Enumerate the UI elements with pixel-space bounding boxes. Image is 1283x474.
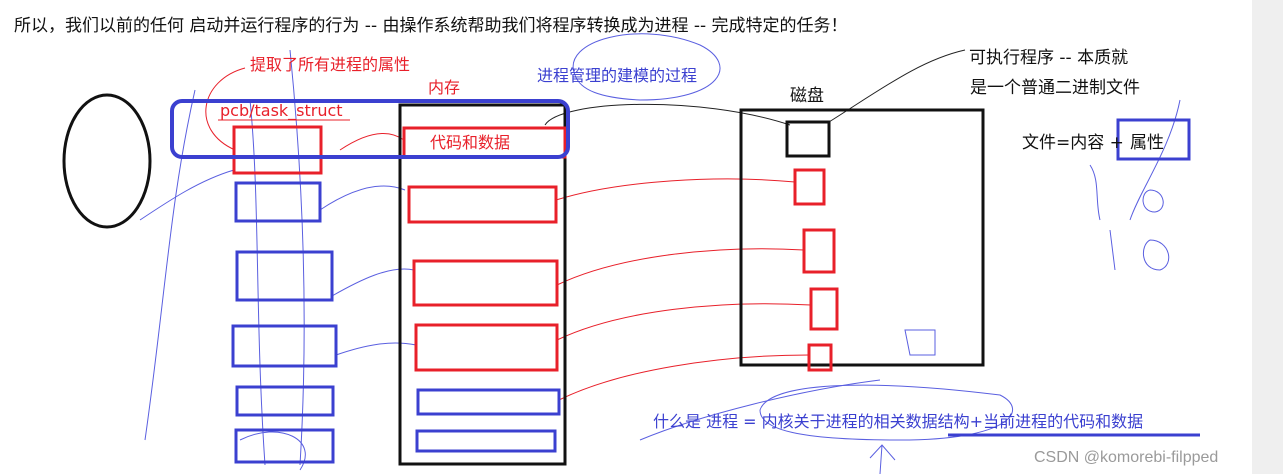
watermark: CSDN @komorebi-filpped [1034, 449, 1218, 466]
code-data-label: 代码和数据 [430, 133, 510, 152]
process-ellipse [62, 93, 152, 229]
definition-part-b: 当前进程的代码和数据 [983, 412, 1143, 431]
red-arrows [205, 67, 812, 401]
pcb-block [234, 181, 322, 223]
executable-file [785, 120, 831, 158]
code-data-block [416, 388, 561, 416]
modeling-note: 进程管理的建模的过程 [537, 66, 697, 85]
pcb-highlight [170, 99, 570, 159]
memory-box [398, 103, 567, 466]
disk-file [809, 287, 839, 331]
pcb-label: pcb/task_struct [220, 101, 343, 121]
disk-file [793, 168, 826, 206]
pcb-block [231, 324, 338, 368]
attributes-note: 提取了所有进程的属性 [250, 55, 410, 74]
disk-files [793, 168, 839, 372]
pcb-block [235, 385, 335, 417]
file-formula-text: 文件=内容 + [1022, 133, 1129, 153]
memory-blocks [402, 126, 567, 453]
disk-box [739, 108, 985, 367]
executable-note-2: 是一个普通二进制文件 [970, 78, 1140, 98]
pcb-list [231, 125, 338, 464]
header-text: 所以，我们以前的任何 启动并运行程序的行为 -- 由操作系统帮助我们将程序转换成… [14, 16, 848, 36]
memory-label: 内存 [428, 78, 460, 97]
code-data-block [407, 185, 558, 224]
disk-file [807, 343, 833, 372]
disk-label: 磁盘 [790, 86, 824, 106]
pcb-block [232, 125, 323, 175]
disk-file [802, 228, 836, 274]
code-data-block [415, 429, 557, 453]
process-definition: 什么是 进程 = 内核关于进程的相关数据结构+当前进程的代码和数据 [653, 412, 1143, 431]
executable-note-1: 可执行程序 -- 本质就 [969, 48, 1128, 68]
definition-part-a: 什么是 进程 = 内核关于进程的相关数据结构+ [653, 412, 983, 431]
file-formula: 文件=内容 + 属性 [1022, 133, 1164, 153]
attribute-box [1116, 118, 1191, 161]
process-diagram: 所以，我们以前的任何 启动并运行程序的行为 -- 由操作系统帮助我们将程序转换成… [14, 16, 1200, 474]
blue-scribbles [139, 33, 1181, 474]
code-data-block [412, 259, 559, 307]
pcb-block [234, 428, 335, 464]
code-data-block [414, 323, 559, 372]
file-attr-text: 属性 [1130, 133, 1164, 153]
scroll-gutter [1252, 0, 1283, 474]
pcb-block [235, 250, 334, 302]
